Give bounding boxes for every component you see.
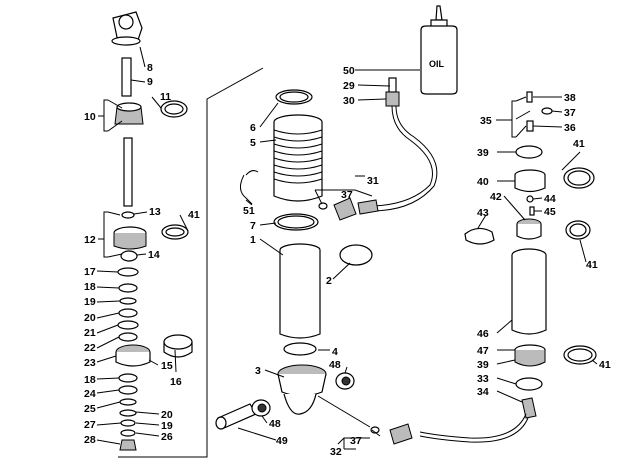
right-leader-lines xyxy=(337,96,598,450)
shock-body-assembly xyxy=(118,67,373,458)
callout-30: 30 xyxy=(343,95,355,107)
callout-24: 24 xyxy=(84,388,96,400)
callout-45: 45 xyxy=(544,206,556,218)
top-hose-assembly xyxy=(357,5,458,215)
callout-16: 16 xyxy=(170,376,182,388)
callout-32: 32 xyxy=(330,446,342,458)
callout-29: 29 xyxy=(343,80,355,92)
callout-17: 17 xyxy=(84,266,96,278)
callout-8: 8 xyxy=(147,62,153,74)
left-leader-lines xyxy=(96,46,189,445)
callout-27: 27 xyxy=(84,419,96,431)
callout-9: 9 xyxy=(147,76,153,88)
callout-10: 10 xyxy=(84,111,96,123)
callout-37: 37 xyxy=(341,189,353,201)
callout-19-lower: 19 xyxy=(161,420,173,432)
callout-40: 40 xyxy=(477,176,489,188)
callout-6: 6 xyxy=(250,122,256,134)
center-leader-lines xyxy=(237,102,373,441)
callout-39-lower: 39 xyxy=(477,359,489,371)
callout-38: 38 xyxy=(564,92,576,104)
callout-19: 19 xyxy=(84,296,96,308)
callout-42: 42 xyxy=(490,191,502,203)
shaft-assembly xyxy=(111,11,193,451)
callout-7: 7 xyxy=(250,220,256,232)
callout-37-lower: 37 xyxy=(350,435,362,447)
callout-12: 12 xyxy=(84,234,96,246)
callout-39: 39 xyxy=(477,147,489,159)
callout-4: 4 xyxy=(332,346,338,358)
callout-41: 41 xyxy=(188,209,200,221)
callout-31: 31 xyxy=(367,175,379,187)
callout-46: 46 xyxy=(477,328,489,340)
callout-50: 50 xyxy=(343,65,355,77)
callout-18-lower: 18 xyxy=(84,374,96,386)
callout-14: 14 xyxy=(148,249,160,261)
callout-25: 25 xyxy=(84,403,96,415)
callout-3: 3 xyxy=(255,365,261,377)
callout-47: 47 xyxy=(477,345,489,357)
callout-49: 49 xyxy=(276,435,288,447)
callout-41-lower: 41 xyxy=(599,359,611,371)
callout-11: 11 xyxy=(160,91,171,103)
callout-37-right: 37 xyxy=(564,107,576,119)
callout-33: 33 xyxy=(477,373,489,385)
callout-20: 20 xyxy=(84,312,96,324)
callout-13: 13 xyxy=(149,206,161,218)
callout-41-mid: 41 xyxy=(586,259,598,271)
callout-41-right: 41 xyxy=(573,138,585,150)
oil-bottle-label: OIL xyxy=(429,59,445,69)
spring-coils xyxy=(273,129,323,184)
callout-23: 23 xyxy=(84,357,96,369)
callout-44: 44 xyxy=(544,193,556,205)
callout-48: 48 xyxy=(329,359,341,371)
callout-48-lower: 48 xyxy=(269,418,281,430)
callout-51: 51 xyxy=(243,205,255,217)
callout-36: 36 xyxy=(564,122,576,134)
callout-26: 26 xyxy=(161,431,173,443)
callout-35: 35 xyxy=(480,115,492,127)
callout-5: 5 xyxy=(250,137,256,149)
callout-34: 34 xyxy=(477,386,489,398)
callout-22: 22 xyxy=(84,342,96,354)
callout-20-lower: 20 xyxy=(161,409,173,421)
top-leader-lines xyxy=(355,69,420,101)
callout-21: 21 xyxy=(84,327,96,339)
callout-15: 15 xyxy=(161,360,173,372)
callout-1: 1 xyxy=(250,234,256,246)
callout-18: 18 xyxy=(84,281,96,293)
callout-2: 2 xyxy=(326,275,332,287)
callout-43: 43 xyxy=(477,207,489,219)
reservoir-assembly xyxy=(370,91,597,445)
callout-labels: 8 9 10 11 13 41 12 14 17 18 19 20 21 22 … xyxy=(84,59,611,458)
callout-28: 28 xyxy=(84,434,96,446)
